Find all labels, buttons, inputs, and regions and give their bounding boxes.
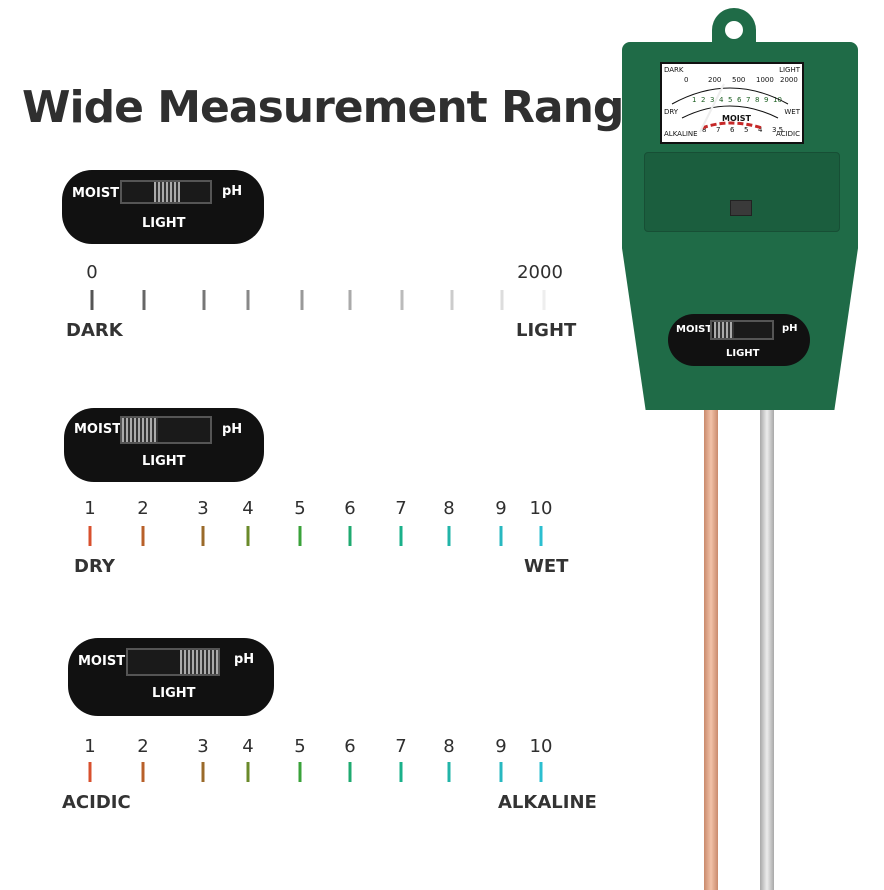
dial-light-value: 0 — [684, 76, 689, 84]
dial-moist-value: 9 — [764, 96, 769, 104]
dial-ph-value: 5 — [744, 126, 749, 134]
switch-ph-label: pH — [222, 184, 243, 199]
switch-moist-label: MOIST — [78, 654, 126, 669]
switch-knob — [122, 418, 158, 442]
dial-moist-value: 5 — [728, 96, 733, 104]
meter-mode-switch[interactable]: MOIST pH LIGHT — [668, 314, 810, 366]
ph-scale-number: 3 — [197, 736, 209, 757]
switch-light-label: LIGHT — [726, 348, 760, 359]
dial-light-value: 2000 — [780, 76, 798, 84]
meter-front-panel — [644, 152, 840, 232]
dial-ph-value: 8 — [702, 126, 707, 134]
moisture-right-label: WET — [524, 556, 569, 577]
ph-scale-number: 7 — [395, 736, 407, 757]
dial-alkaline-label: ALKALINE — [664, 130, 698, 138]
light-right-label: LIGHT — [516, 320, 577, 341]
switch-moist-label: MOIST — [676, 324, 713, 335]
dial-needle — [699, 83, 725, 133]
switch-light-label: LIGHT — [142, 454, 186, 469]
switch-slot — [126, 648, 220, 676]
ph-left-label: ACIDIC — [62, 792, 131, 813]
dial-moist-label: MOIST — [722, 114, 751, 123]
switch-moist-label: MOIST — [74, 422, 122, 437]
light-start-label: 0 — [86, 262, 98, 283]
ph-right-label: ALKALINE — [498, 792, 597, 813]
dial-light-value: 1000 — [756, 76, 774, 84]
mode-switch-moist: MOIST pH LIGHT — [64, 408, 264, 482]
moisture-scale-number: 2 — [137, 498, 149, 519]
dial-moist-value: 6 — [737, 96, 742, 104]
moisture-scale-number: 7 — [395, 498, 407, 519]
switch-knob — [154, 182, 180, 202]
switch-slot[interactable] — [710, 320, 774, 340]
ph-scale-number: 6 — [344, 736, 356, 757]
moisture-scale-number: 1 — [84, 498, 96, 519]
dial-wet-label: WET — [784, 108, 800, 116]
light-left-label: DARK — [66, 320, 123, 341]
dial-dark-label: DARK — [664, 66, 684, 74]
ph-scale-number: 1 — [84, 736, 96, 757]
dial-ph-value: 3.5 — [772, 126, 784, 134]
page-title: Wide Measurement Range — [22, 82, 653, 133]
dial-moist-value: 4 — [719, 96, 724, 104]
dial-ph-value: 4 — [758, 126, 763, 134]
dial-dry-label: DRY — [664, 108, 679, 116]
dial-moist-value: 3 — [710, 96, 715, 104]
dial-light-value: 500 — [732, 76, 746, 84]
dial-arcs — [671, 83, 789, 133]
copper-probe — [704, 410, 718, 890]
dial-light-value: 200 — [708, 76, 722, 84]
silver-probe — [760, 410, 774, 890]
dial-ph-value: 6 — [730, 126, 735, 134]
dial-moist-value: 10 — [773, 96, 782, 104]
ph-scale-number: 9 — [495, 736, 507, 757]
dial-moist-value: 1 — [692, 96, 697, 104]
dial-acidic-label: ACIDIC — [776, 130, 800, 138]
moisture-scale-number: 6 — [344, 498, 356, 519]
switch-slot — [120, 416, 212, 444]
switch-ph-label: pH — [782, 323, 798, 334]
switch-ph-label: pH — [234, 652, 255, 667]
switch-light-label: LIGHT — [142, 216, 186, 231]
mode-switch-light: MOIST pH LIGHT — [62, 170, 264, 244]
switch-ph-label: pH — [222, 422, 243, 437]
moisture-scale-number: 10 — [529, 498, 553, 519]
moisture-scale-number: 5 — [294, 498, 306, 519]
moisture-scale-number: 8 — [443, 498, 455, 519]
switch-light-label: LIGHT — [152, 686, 196, 701]
ph-scale-number: 2 — [137, 736, 149, 757]
dial-moist-value: 8 — [755, 96, 760, 104]
mode-switch-ph: MOIST pH LIGHT — [68, 638, 274, 716]
dial-light-label: LIGHT — [779, 66, 800, 74]
switch-slot — [120, 180, 212, 204]
moisture-left-label: DRY — [74, 556, 115, 577]
dial-ph-value: 7 — [716, 126, 721, 134]
switch-knob — [180, 650, 218, 674]
dial-moist-value: 2 — [701, 96, 706, 104]
light-sensor — [730, 200, 752, 216]
hanging-hole — [725, 21, 743, 39]
ph-scale-number: 8 — [443, 736, 455, 757]
dial-moist-value: 7 — [746, 96, 751, 104]
moisture-scale-number: 9 — [495, 498, 507, 519]
ph-scale-number: 5 — [294, 736, 306, 757]
ph-scale-number: 4 — [242, 736, 254, 757]
switch-knob[interactable] — [714, 322, 734, 338]
ph-scale-number: 10 — [529, 736, 553, 757]
light-end-label: 2000 — [517, 262, 563, 283]
switch-moist-label: MOIST — [72, 186, 120, 201]
moisture-scale-number: 4 — [242, 498, 254, 519]
moisture-scale-number: 3 — [197, 498, 209, 519]
